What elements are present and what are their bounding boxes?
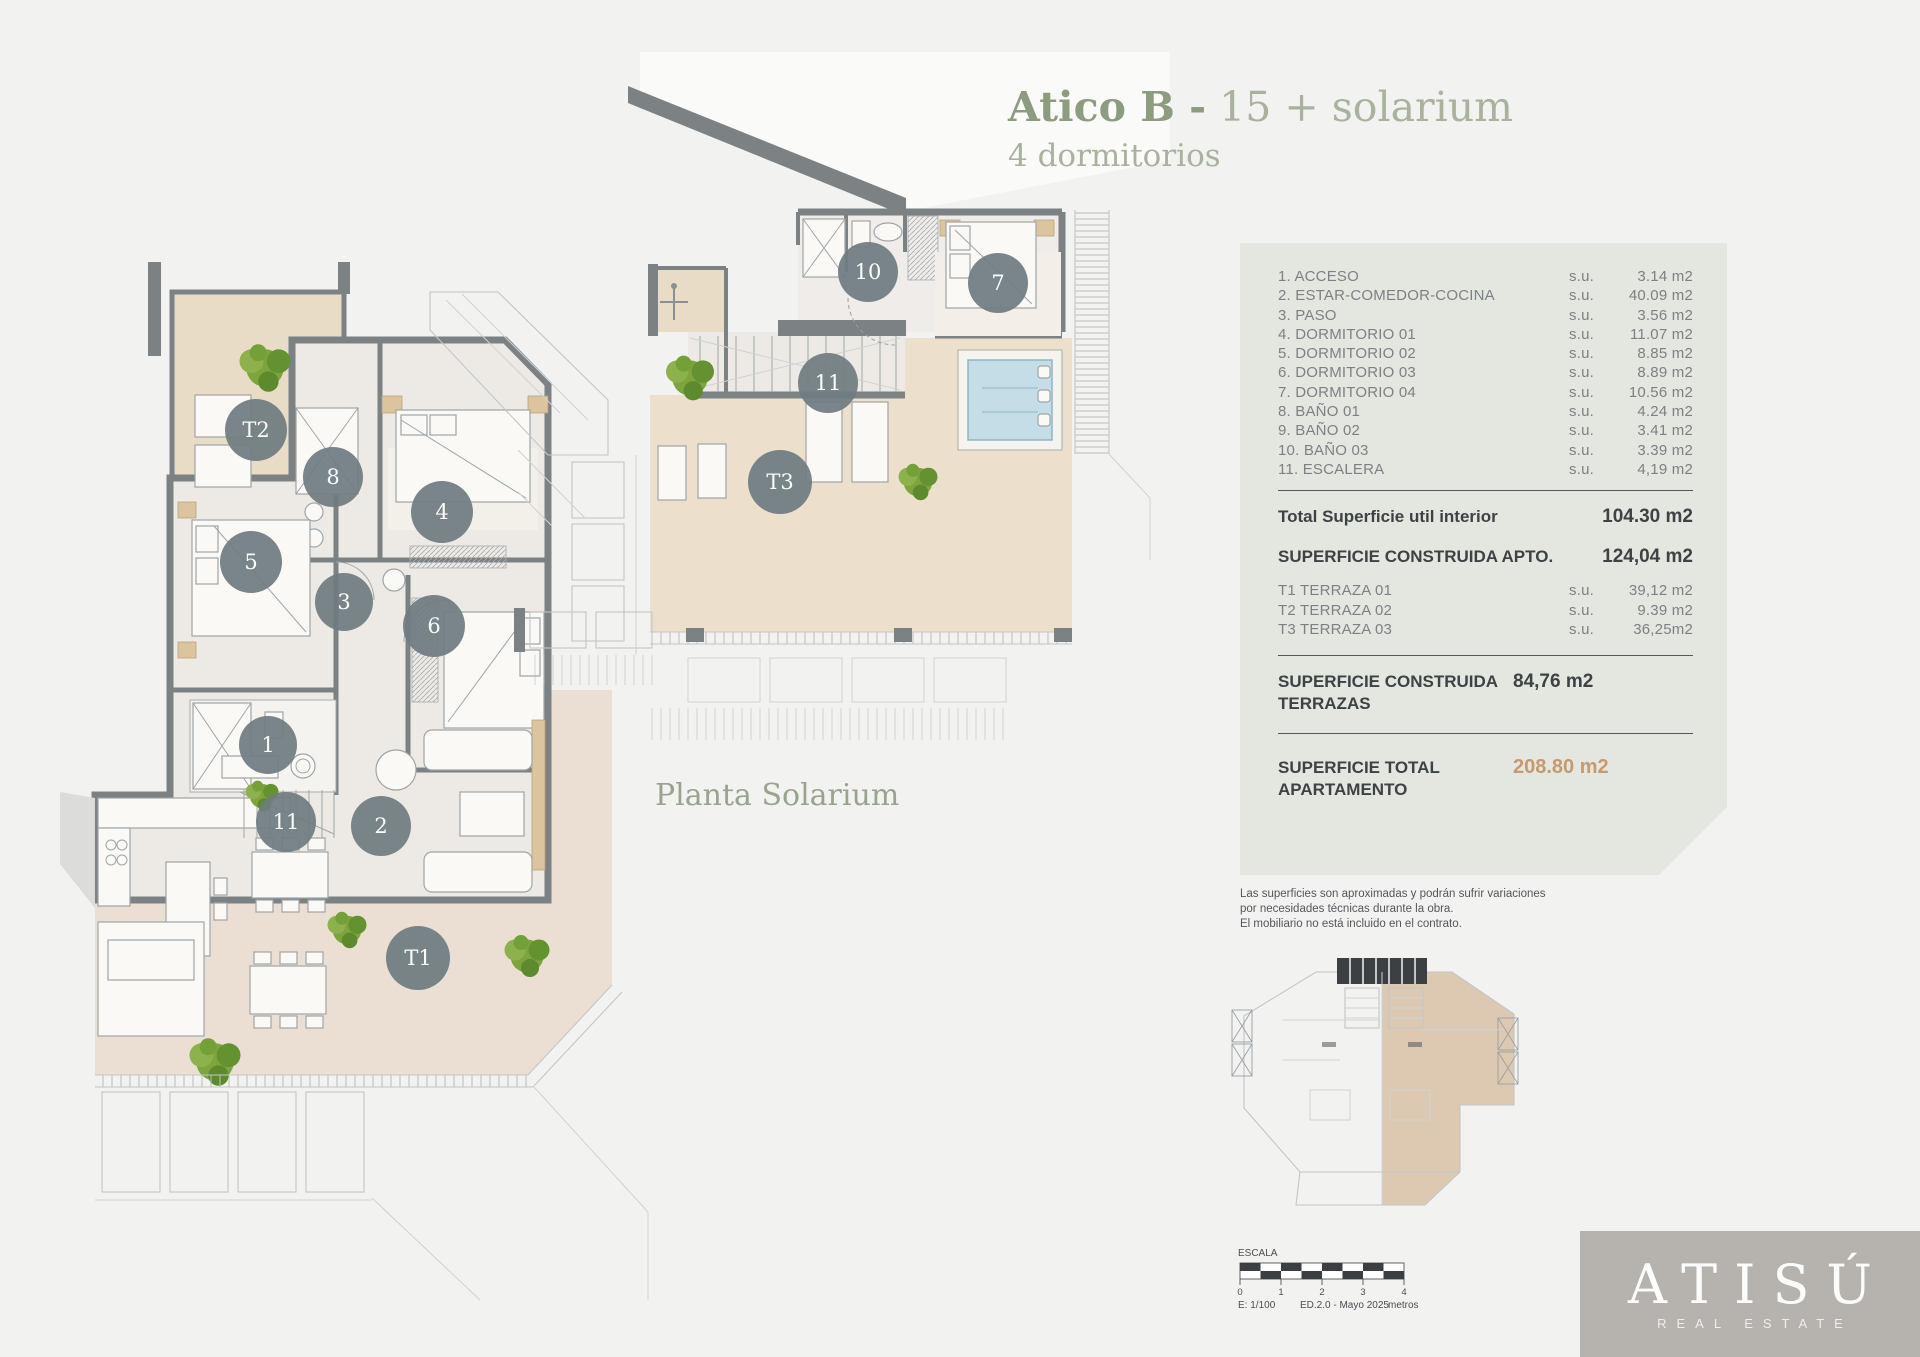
svg-text:1: 1 [1278,1287,1283,1298]
terrace-t1-furniture [97,921,327,1037]
roof-wall [628,86,906,216]
marker-11: 11 [256,792,316,852]
svg-text:3: 3 [1360,1287,1365,1298]
svg-text:T2: T2 [242,418,269,442]
solarium-furniture [657,283,889,501]
key-plan [1231,958,1519,1206]
svg-text:7: 7 [991,271,1004,295]
dining-table [251,837,329,913]
svg-text:8: 8 [326,465,339,489]
brand-logo: ATISÚ REAL ESTATE [1580,1231,1920,1357]
railings-neighbours [95,291,649,1301]
solarium-caption: Planta Solarium [655,778,900,813]
svg-text:4: 4 [435,500,448,524]
marker-6: 6 [403,595,465,657]
svg-text:E: 1/100: E: 1/100 [1238,1300,1276,1311]
header: Atico B - 15 + solarium 4 dormitorios [1008,84,1513,174]
stairs-wall [778,320,906,336]
wall-stub [338,262,350,294]
svg-text:T1: T1 [404,946,431,970]
svg-text:ESCALA: ESCALA [1238,1248,1278,1259]
svg-text:2: 2 [1319,1287,1324,1298]
construida-row: SUPERFICIE CONSTRUIDA APTO.124,04 m2 [1278,546,1693,568]
svg-text:2: 2 [374,814,387,838]
marker-11-solarium: 11 [798,353,858,413]
divider [1278,733,1693,734]
solarium-partitions [656,212,907,395]
svg-text:11: 11 [815,371,842,395]
bathroom-10 [802,215,939,346]
marker-5: 5 [220,531,282,593]
wall-stub [148,262,161,356]
divider [1278,490,1693,491]
marker-8: 8 [303,447,363,507]
scale-bar: ESCALA 0 1 2 3 4 E: 1/100 ED.2.0 - Mayo … [1237,1248,1418,1311]
plan-shadow [60,792,95,908]
disclaimer: Las superficies son aproximadas y podrán… [1240,887,1546,932]
divider [1278,655,1693,656]
solarium-railings [514,210,1151,740]
svg-text:ED.2.0 - Mayo 2025: ED.2.0 - Mayo 2025 [1300,1300,1389,1311]
svg-text:4: 4 [1401,1287,1406,1298]
pool [957,349,1063,451]
terrace-t1-floor [95,690,612,1075]
background-fold [640,52,1170,212]
solarium-floor-plan: 10 7 11 T3 [514,86,1151,740]
marker-3: 3 [315,573,373,631]
marker-2: 2 [351,796,411,856]
marker-7: 7 [968,253,1028,313]
disclaimer-line: Las superficies son aproximadas y podrán… [1240,888,1546,900]
solarium-annex-floor [656,268,726,332]
marker-t1: T1 [386,926,450,990]
wall-stub [648,264,658,336]
svg-text:6: 6 [427,614,440,638]
living-room-2 [375,719,546,893]
disclaimer-line: El mobiliario no está incluido en el con… [1240,918,1462,930]
svg-text:metros: metros [1388,1300,1419,1311]
title-suffix: 15 + solarium [1206,83,1514,131]
page-subtitle: 4 dormitorios [1008,138,1221,174]
svg-text:3: 3 [337,590,350,614]
svg-text:10: 10 [855,260,882,284]
scale-bar-cells [1239,1262,1405,1280]
page-title: Atico B - 15 + solarium [1008,84,1513,130]
svg-text:1: 1 [261,733,274,757]
marker-t2: T2 [225,399,287,461]
svg-text:11: 11 [273,810,300,834]
marker-4: 4 [411,481,473,543]
brand-name: ATISÚ [1628,1253,1889,1316]
main-floor-plan: T2 8 4 5 3 6 1 11 2 T1 [60,262,649,1301]
solarium-walls [688,208,1066,399]
marker-1: 1 [239,716,297,774]
brand-tagline: REAL ESTATE [1657,1316,1853,1331]
disclaimer-line: por necesidades técnicas durante la obra… [1240,903,1454,915]
svg-text:T3: T3 [766,470,793,494]
svg-text:0: 0 [1237,1287,1242,1298]
marker-t3: T3 [748,450,812,514]
marker-10: 10 [838,242,898,302]
svg-text:5: 5 [244,550,257,574]
title-unit: Atico B - [1008,83,1207,131]
